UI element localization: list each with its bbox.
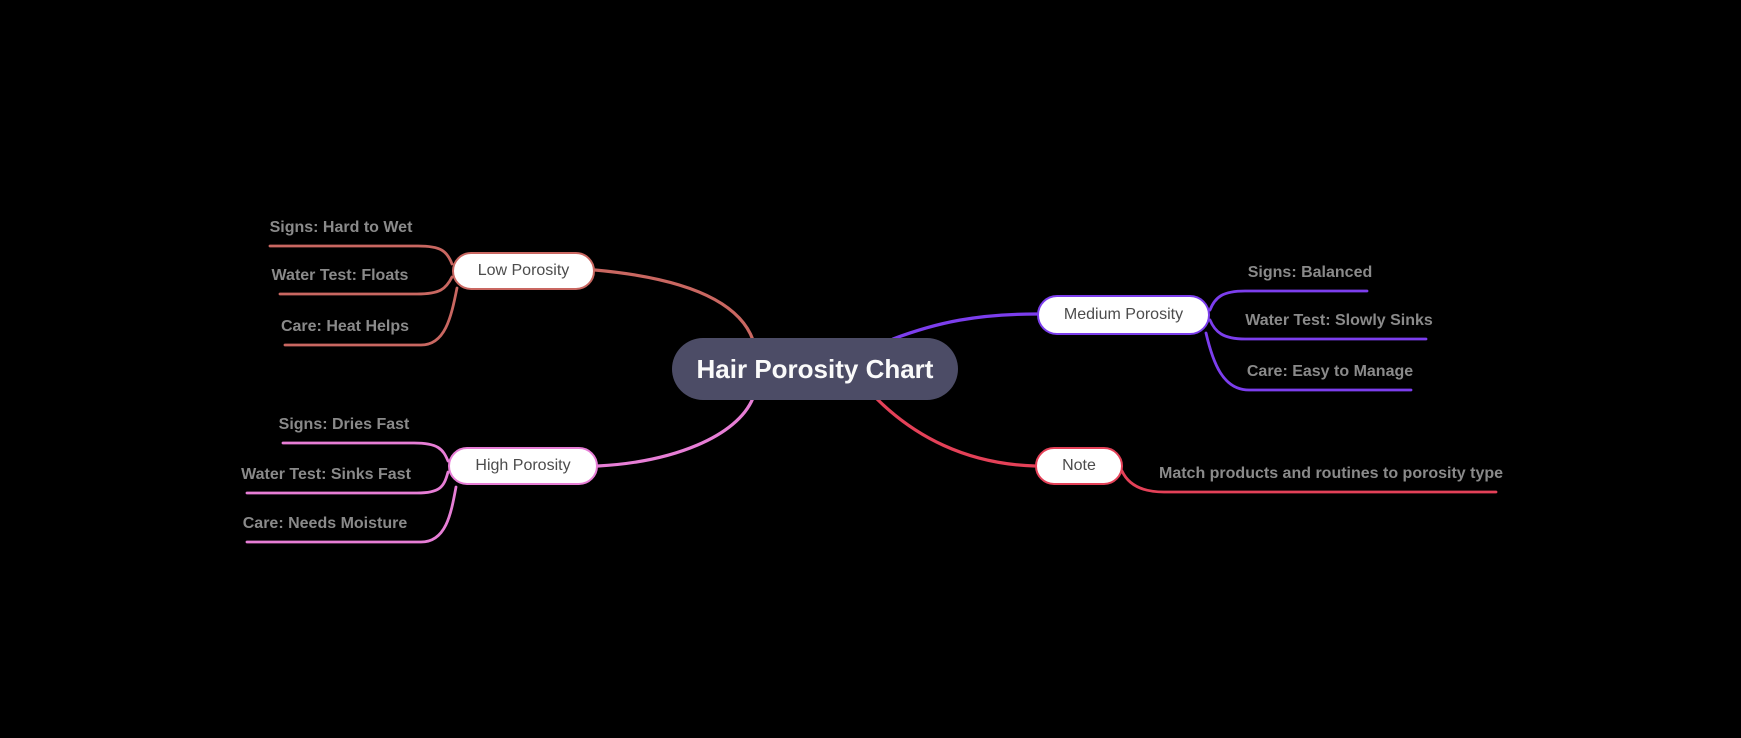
leaf-water-test-floats[interactable]: Water Test: Floats	[271, 267, 409, 284]
node-low-porosity[interactable]: Low Porosity	[452, 252, 595, 290]
leaf-signs-balanced[interactable]: Signs: Balanced	[1247, 264, 1373, 281]
leafline-care-needs-moisture	[245, 485, 458, 544]
edge-root-to-low-porosity	[593, 268, 755, 342]
leafline-care-heat-helps	[283, 286, 459, 347]
leafline-water-test-slowly-sinks	[1208, 318, 1428, 341]
node-high-porosity[interactable]: High Porosity	[448, 447, 598, 485]
leaf-match-products-note[interactable]: Match products and routines to porosity …	[1158, 465, 1504, 482]
leaf-care-heat-helps[interactable]: Care: Heat Helps	[280, 318, 410, 335]
leaf-care-easy-to-manage[interactable]: Care: Easy to Manage	[1246, 363, 1414, 380]
leaf-signs-hard-to-wet[interactable]: Signs: Hard to Wet	[269, 219, 413, 236]
leafline-match-products	[1120, 469, 1498, 494]
leaf-care-needs-moisture[interactable]: Care: Needs Moisture	[242, 515, 408, 532]
leafline-signs-balanced	[1208, 289, 1369, 312]
leafline-care-easy-to-manage	[1204, 331, 1413, 392]
edge-root-to-medium-porosity	[891, 312, 1039, 341]
node-medium-porosity[interactable]: Medium Porosity	[1037, 295, 1210, 335]
leafline-signs-dries-fast	[281, 441, 450, 463]
leaf-water-test-slowly-sinks[interactable]: Water Test: Slowly Sinks	[1245, 312, 1433, 329]
leafline-water-test-sinks-fast	[245, 470, 450, 495]
leaf-signs-dries-fast[interactable]: Signs: Dries Fast	[278, 416, 410, 433]
root-node-hair-porosity-chart[interactable]: Hair Porosity Chart	[672, 338, 958, 400]
edge-root-to-note	[874, 396, 1037, 468]
leaf-water-test-sinks-fast[interactable]: Water Test: Sinks Fast	[241, 466, 411, 483]
leafline-signs-hard-to-wet	[268, 244, 454, 266]
node-note[interactable]: Note	[1035, 447, 1123, 485]
edge-root-to-high-porosity	[596, 396, 755, 468]
leafline-water-test-floats	[278, 275, 454, 296]
